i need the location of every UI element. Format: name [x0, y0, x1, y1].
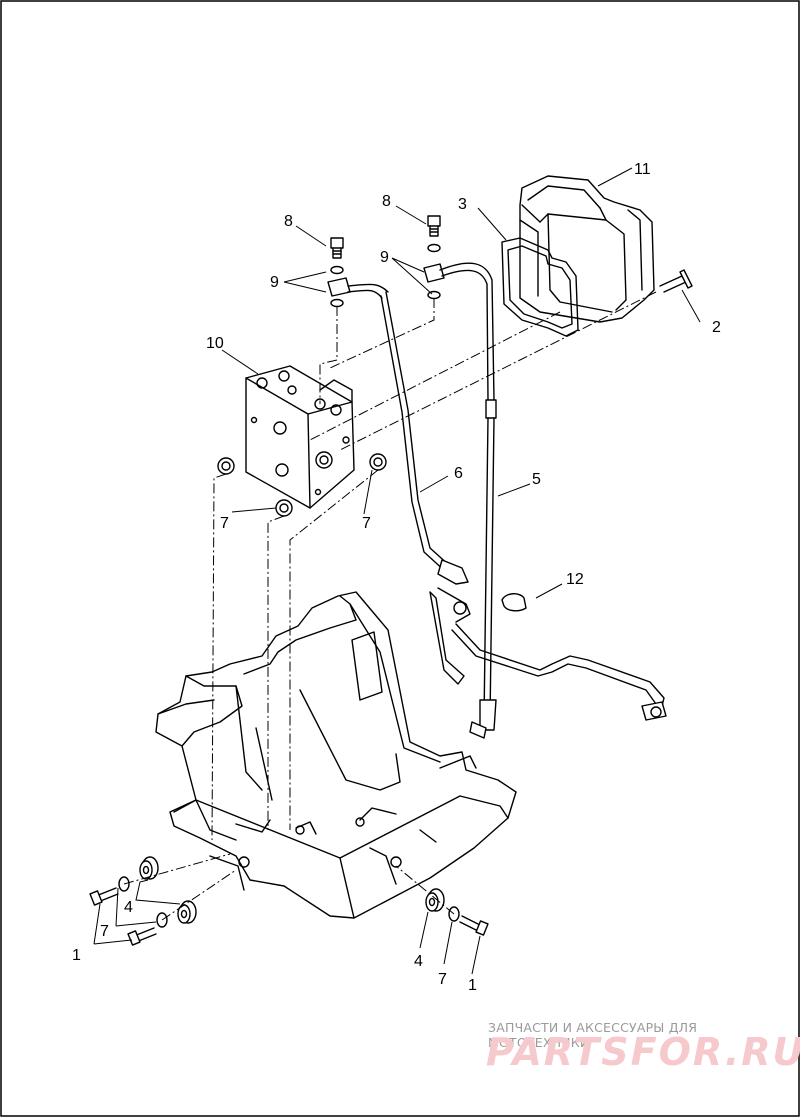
abs-cover-part-11	[519, 175, 655, 323]
washer-part-7-lower-left-a	[118, 876, 130, 892]
brake-line-part-5	[439, 262, 497, 739]
grommet-part-7-middle	[275, 499, 293, 517]
callout-4-left: 4	[124, 899, 133, 916]
screw-part-1-upper-left	[89, 887, 119, 906]
assembly-guide-lines	[123, 291, 657, 921]
banjo-fitting-right	[423, 263, 445, 283]
callout-7-right: 7	[362, 515, 371, 532]
abs-module-part-10	[245, 365, 355, 509]
rubber-mount-part-4-lower-left	[177, 900, 197, 924]
grommet-part-7-right	[369, 453, 387, 471]
banjo-fitting-left	[327, 277, 351, 297]
callout-7-lower-right: 7	[438, 971, 447, 988]
callout-8-right: 8	[382, 193, 391, 210]
rubber-mount-part-4-upper-left	[139, 856, 159, 880]
watermark-tagline: ЗАПЧАСТИ И АКСЕССУАРЫ ДЛЯ МОТОТЕХНИКИ	[488, 1020, 698, 1050]
screw-part-1-lower-left	[127, 927, 157, 946]
callout-9-right: 9	[380, 249, 389, 266]
callout-7-left: 7	[100, 923, 109, 940]
screw-part-2	[659, 269, 693, 293]
callout-5: 5	[532, 471, 541, 488]
screw-part-1-right	[459, 915, 489, 936]
clip-part-12	[501, 593, 527, 612]
callout-2: 2	[712, 319, 721, 336]
grommet-part-7-left	[217, 457, 235, 475]
leader-lines	[93, 167, 701, 975]
callout-3: 3	[458, 196, 467, 213]
callout-4-right: 4	[414, 953, 423, 970]
abs-mounting-bracket	[155, 591, 517, 919]
washer-part-7-lower-right	[448, 906, 460, 922]
banjo-bolt-part-8-right	[427, 215, 441, 237]
callout-8-left: 8	[284, 213, 293, 230]
washer-part-7-lower-left-b	[156, 912, 168, 928]
callout-1-left: 1	[72, 947, 81, 964]
rubber-mount-part-4-right	[425, 888, 445, 912]
brake-line-part-6	[347, 283, 667, 721]
callout-11: 11	[634, 161, 651, 178]
callout-7-middle: 7	[220, 515, 229, 532]
watermark-logo: PARTSFOR.RU	[486, 1030, 800, 1074]
callout-6: 6	[454, 465, 463, 482]
callout-1-right: 1	[468, 977, 477, 994]
callout-9-left: 9	[270, 274, 279, 291]
callout-10: 10	[206, 335, 224, 352]
callout-12: 12	[566, 571, 584, 588]
gasket-part-3	[501, 237, 579, 337]
banjo-bolt-part-8-left	[330, 237, 344, 259]
